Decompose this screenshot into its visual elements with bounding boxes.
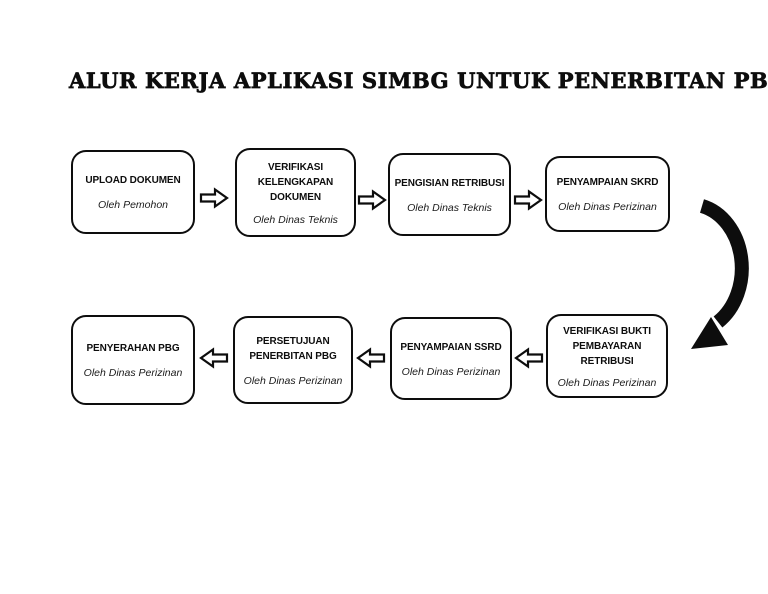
step-title: PENGISIAN RETRIBUSI: [394, 177, 505, 189]
step-actor: Oleh Dinas Perizinan: [83, 367, 183, 379]
step-title: VERIFIKASI KELENGKAPAN DOKUMEN: [257, 161, 334, 203]
block-arrow-left-icon: [199, 347, 229, 369]
block-arrow-right-icon: [199, 187, 229, 209]
block-arrow-left-icon: [356, 347, 386, 369]
step-actor: Oleh Dinas Teknis: [253, 213, 338, 226]
flow-step-persetujuan-penerbitan: PERSETUJUAN PENERBITAN PBG Oleh Dinas Pe…: [233, 316, 353, 404]
flow-step-upload-dokumen: UPLOAD DOKUMEN Oleh Pemohon: [71, 150, 195, 234]
block-arrow-right-icon: [513, 189, 543, 211]
step-actor: Oleh Dinas Perizinan: [401, 365, 501, 378]
step-actor: Oleh Dinas Perizinan: [558, 201, 657, 213]
flow-step-verifikasi-bukti-pembayaran: VERIFIKASI BUKTI PEMBAYARAN RETRIBUSI Ol…: [546, 314, 668, 398]
flow-step-penyampaian-skrd: PENYAMPAIAN SKRD Oleh Dinas Perizinan: [545, 156, 670, 232]
flow-step-pengisian-retribusi: PENGISIAN RETRIBUSI Oleh Dinas Teknis: [388, 153, 511, 236]
step-title: VERIFIKASI BUKTI PEMBAYARAN RETRIBUSI: [563, 325, 651, 367]
page-title: ALUR KERJA APLIKASI SIMBG UNTUK PENERBIT…: [69, 68, 768, 94]
step-actor: Oleh Dinas Perizinan: [557, 376, 657, 389]
step-title: PENYERAHAN PBG: [86, 343, 180, 354]
flow-step-penyampaian-ssrd: PENYAMPAIAN SSRD Oleh Dinas Perizinan: [390, 317, 512, 400]
curved-arrow-down-icon: [655, 185, 765, 370]
step-title: PERSETUJUAN PENERBITAN PBG: [249, 335, 337, 362]
block-arrow-left-icon: [514, 347, 544, 369]
step-title: PENYAMPAIAN SKRD: [556, 177, 659, 188]
step-actor: Oleh Dinas Teknis: [407, 201, 492, 214]
step-actor: Oleh Dinas Perizinan: [243, 374, 343, 387]
step-title: UPLOAD DOKUMEN: [85, 175, 181, 186]
flow-step-penyerahan-pbg: PENYERAHAN PBG Oleh Dinas Perizinan: [71, 315, 195, 405]
step-title: PENYAMPAIAN SSRD: [400, 341, 502, 353]
flow-step-verifikasi-kelengkapan: VERIFIKASI KELENGKAPAN DOKUMEN Oleh Dina…: [235, 148, 356, 237]
block-arrow-right-icon: [357, 189, 387, 211]
step-actor: Oleh Pemohon: [97, 199, 169, 211]
